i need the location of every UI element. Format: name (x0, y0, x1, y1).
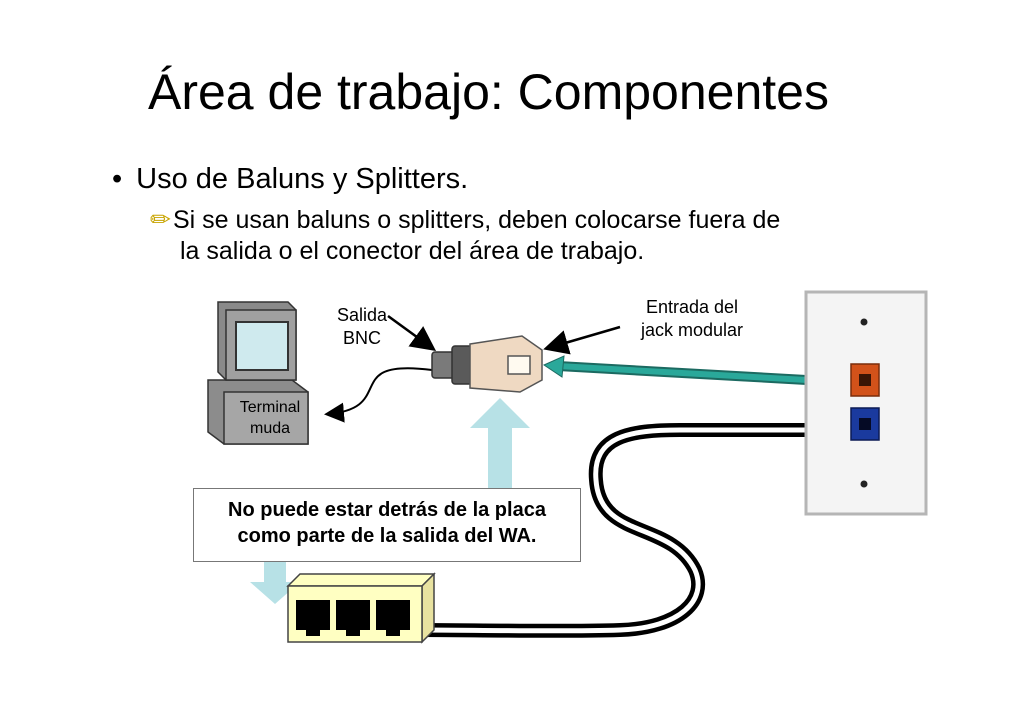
note-box: No puede estar detrás de la placa como p… (193, 488, 581, 562)
note-line2: como parte de la salida del WA. (237, 525, 537, 547)
monitor-screen (235, 321, 289, 371)
label-terminal-line2: muda (249, 420, 291, 437)
note-line1: No puede estar detrás de la placa (228, 499, 546, 521)
pencil-icon: ✏ (150, 206, 171, 234)
label-entrada-jack: Entrada del jack modular (622, 296, 762, 342)
arrow-entrada-jack (543, 325, 621, 355)
slide-title: Área de trabajo: Componentes (148, 64, 829, 120)
up-arrow (470, 398, 530, 488)
arrow-to-terminal (324, 367, 433, 423)
label-terminal: Terminal muda (230, 397, 310, 439)
splitter-port-3 (376, 600, 410, 636)
bullet-1-text: Uso de Baluns y Splitters. (136, 163, 469, 195)
wall-plate (804, 290, 928, 516)
three-port-splitter (286, 572, 436, 644)
balun-adapter (431, 335, 543, 393)
arrow-salida-bnc (387, 314, 437, 351)
bullet-1: • Uso de Baluns y Splitters. (112, 161, 468, 197)
label-salida-bnc: Salida BNC (330, 304, 394, 350)
jack-blue (850, 407, 880, 441)
splitter-port-1 (296, 600, 330, 636)
splitter-port-2 (336, 600, 370, 636)
label-salida-line1: Salida (336, 305, 388, 325)
bullet-2-line1: Si se usan baluns o splitters, deben col… (172, 206, 781, 234)
terminal-computer (207, 301, 309, 445)
bullet-dot-icon: • (112, 163, 123, 195)
label-terminal-line1: Terminal (239, 399, 301, 416)
bullet-2-line2: la salida o el conector del área de trab… (180, 237, 645, 265)
label-salida-line2: BNC (342, 328, 381, 348)
bullet-2: ✏Si se usan baluns o splitters, deben co… (150, 205, 780, 267)
label-entrada-line2: jack modular (640, 320, 744, 340)
label-entrada-line1: Entrada del (645, 297, 739, 317)
